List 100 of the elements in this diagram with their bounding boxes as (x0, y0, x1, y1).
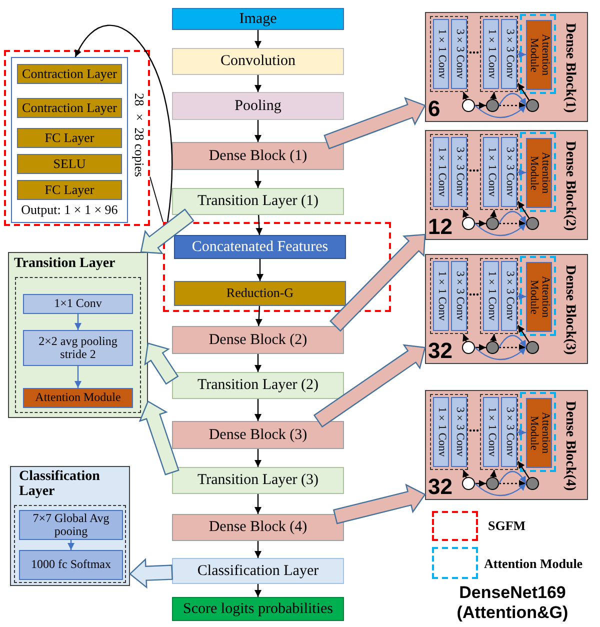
dashed-group (430, 16, 468, 92)
layer-label: Attention Module (527, 33, 551, 78)
output-box (172, 597, 344, 621)
conv-box (451, 397, 467, 467)
layer-box (174, 281, 346, 306)
dense-block-panel (425, 130, 588, 240)
feature-node-circle (462, 477, 475, 490)
attention-dashed-region (520, 14, 556, 94)
layer-label: Image (239, 10, 277, 28)
layer-label: 3×3 Conv (453, 147, 465, 197)
block-arrow (129, 558, 173, 589)
layer-label: 2×2 avg pooling stride 2 (38, 334, 118, 362)
arrow (254, 120, 262, 142)
arrow (499, 220, 526, 227)
block-arrow (144, 342, 179, 385)
feature-node-circle (486, 341, 499, 354)
layer-label: 1×1 Conv (485, 29, 497, 79)
layer-label: SELU (53, 156, 86, 172)
layer-label: 7×7 Global Avg pooing (32, 512, 110, 538)
layer-label: Output: 1 × 1 × 96 (20, 203, 119, 218)
arrow (518, 200, 530, 218)
legend-label: Attention Module (484, 556, 583, 572)
dashed-group (480, 134, 518, 210)
layer-label: Concatenated Features (192, 238, 328, 256)
layer-label: Attention Module (527, 411, 551, 456)
conv-box (451, 19, 467, 89)
conv-box (483, 397, 499, 467)
layer-label: Attention Module (527, 151, 551, 196)
arrow (518, 324, 530, 342)
block-arrow (332, 484, 426, 524)
layer-box (172, 372, 344, 399)
conv-box (501, 137, 517, 207)
growth-rate-number: 6 (428, 98, 440, 120)
arrow (74, 24, 172, 222)
arrow (490, 334, 497, 342)
arrow (499, 480, 526, 487)
arrow (68, 540, 74, 550)
conv-box (451, 137, 467, 207)
attention-dashed-region (520, 132, 556, 212)
arrow (516, 50, 526, 58)
layer-label: 1×1 Conv (485, 407, 497, 457)
feature-node-circle (462, 341, 475, 354)
block-arrow (330, 234, 426, 332)
layer-label: 1×1 Conv (435, 29, 447, 79)
feature-node-circle (462, 217, 475, 230)
layer-label: Pooling (234, 98, 282, 114)
feature-node-circle (526, 341, 539, 354)
layer-label: FC Layer (44, 182, 94, 198)
conv-box (451, 261, 467, 331)
layer-label: Convolution (220, 53, 296, 70)
legend-label: SGFM (488, 518, 526, 534)
layer-label: Attention Module (527, 275, 551, 320)
layer-label: Dense Block (2) (208, 332, 308, 348)
arrow (254, 584, 262, 597)
layer-label: 3×3 Conv (503, 407, 515, 457)
dashed-group (480, 258, 518, 334)
arrow (475, 480, 486, 487)
layer-box (172, 188, 344, 215)
arrow (498, 470, 527, 484)
arrow (462, 92, 470, 100)
layer-box (19, 510, 123, 540)
panel-title: Dense Block(2) (562, 140, 578, 233)
dashed-group (480, 394, 518, 470)
layer-box (172, 8, 344, 30)
conv-box (501, 261, 517, 331)
layer-label: 3×3 Conv (453, 271, 465, 321)
arrow (254, 30, 262, 48)
layer-label: Transition Layer (2) (197, 377, 319, 394)
arrow (74, 314, 82, 330)
layer-label: Classification Layer (197, 562, 319, 580)
layer-box (172, 92, 344, 120)
feature-node-circle (526, 217, 539, 230)
attention-box (526, 138, 552, 208)
layer-box (172, 48, 344, 75)
feature-node-circle (486, 477, 499, 490)
layer-box (23, 294, 133, 314)
layer-box (172, 142, 344, 170)
layer-box (174, 235, 346, 259)
layer-label: 3×3 Conv (453, 29, 465, 79)
panel-title: Dense Block(4) (562, 400, 578, 493)
growth-rate-number: 32 (428, 476, 452, 498)
dense-block-panel (425, 390, 588, 500)
layer-label: 1×1 Conv (485, 147, 497, 197)
arrow (255, 306, 262, 326)
layer-box (172, 421, 344, 449)
arrow (490, 92, 497, 100)
block-arrow (324, 96, 426, 150)
attention-box (526, 398, 552, 468)
arrow (474, 223, 526, 236)
feature-node-circle (526, 477, 539, 490)
arrow (516, 168, 526, 176)
layer-label: Transition Layer (3) (197, 472, 319, 489)
arrow (516, 292, 526, 300)
attention-box (526, 20, 552, 90)
feature-node-circle (462, 99, 475, 112)
conv-box (483, 261, 499, 331)
arrow (475, 102, 486, 109)
attention-dashed-region (520, 392, 556, 472)
layer-label: 3×3 Conv (503, 29, 515, 79)
dense-block-panel (425, 12, 588, 122)
